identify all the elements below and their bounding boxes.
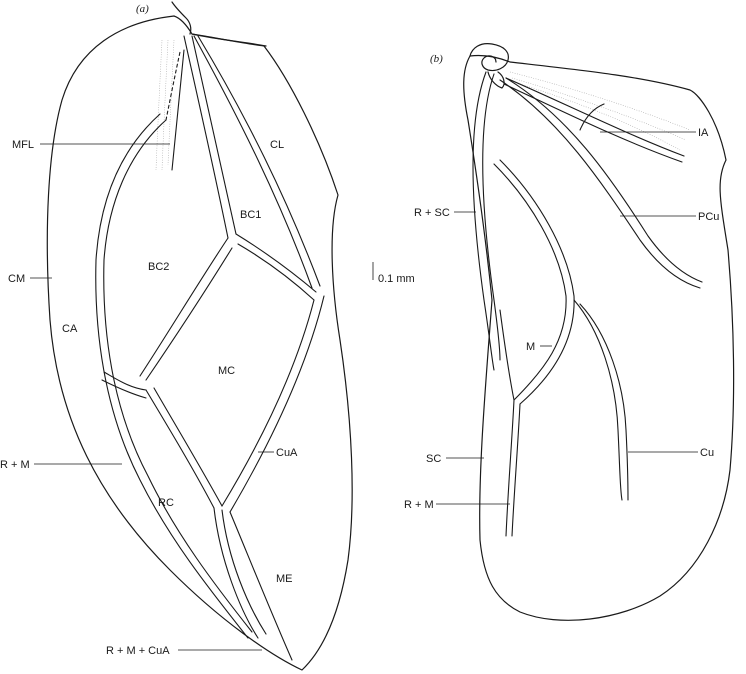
vein-a-rm-inner <box>103 119 253 633</box>
vein-a-mc-2 <box>153 387 223 507</box>
panel-b: (b) <box>404 43 735 621</box>
leaders-a <box>30 143 274 651</box>
stipple-a-3 <box>167 39 175 166</box>
label-sc: SC <box>426 453 441 465</box>
stipple-b-3 <box>519 83 681 151</box>
vein-a-cua-1 <box>221 299 315 507</box>
label-rsc: R + SC <box>414 207 450 219</box>
vein-b-m-1 <box>493 163 567 401</box>
label-me: ME <box>276 573 293 585</box>
vein-a-bc1-1 <box>235 233 317 293</box>
wing-a-outline <box>46 15 353 671</box>
wing-b-base-lobe <box>487 71 505 89</box>
scale-bar-label: 0.1 mm <box>378 273 415 285</box>
vein-b-cu-1 <box>573 299 623 501</box>
vein-b-rsc-2 <box>482 73 501 361</box>
stipple-a-1 <box>155 39 163 171</box>
label-pcu: PCu <box>698 211 719 223</box>
vein-a-stem-2 <box>191 35 237 235</box>
stipple-a-2 <box>161 39 169 171</box>
vein-b-cu-2 <box>579 303 629 501</box>
vein-a-bc2-2 <box>145 247 233 381</box>
panel-a: (a) <box>0 1 353 671</box>
panel-a-label: (a) <box>136 3 149 15</box>
scale-bar: 0.1 mm <box>372 262 415 285</box>
panel-b-label: (b) <box>430 53 443 65</box>
label-rmcua: R + M + CuA <box>106 645 170 657</box>
vein-a-bc2-1 <box>139 237 229 377</box>
vein-a-cua-2 <box>229 295 325 513</box>
label-ca: CA <box>62 323 78 335</box>
veins-a <box>95 35 325 661</box>
label-ia: IA <box>698 127 709 139</box>
vein-a-cl-2 <box>197 35 321 287</box>
label-mc: MC <box>218 365 235 377</box>
label-rm-a: R + M <box>0 459 30 471</box>
label-cu: Cu <box>700 447 714 459</box>
vein-b-m-loop <box>499 309 515 401</box>
vein-a-stem-1 <box>183 35 229 239</box>
label-cl: CL <box>270 139 284 151</box>
vein-a-rc-top-2 <box>101 379 147 399</box>
vein-a-rc-top-1 <box>103 371 147 391</box>
vein-a-lower-2 <box>221 509 267 635</box>
label-bc2: BC2 <box>148 261 169 273</box>
vein-b-rm-2 <box>511 403 521 537</box>
wing-a-base <box>171 1 192 35</box>
stipple-b-1 <box>509 71 691 131</box>
vein-b-ia-1 <box>503 83 683 163</box>
wing-b-outline <box>463 54 735 621</box>
vein-b-ia-2 <box>505 77 685 157</box>
label-m: M <box>526 341 535 353</box>
vein-a-cl-1 <box>193 35 313 289</box>
vein-a-mc-1 <box>145 389 215 509</box>
vein-a-mfl-2 <box>171 49 185 171</box>
label-rm-b: R + M <box>404 499 434 511</box>
vein-b-m-2 <box>499 159 575 405</box>
veins-b <box>472 71 703 537</box>
vein-b-pcu-1 <box>499 79 701 289</box>
vein-a-rm-outer <box>95 113 249 639</box>
label-cua: CuA <box>276 447 298 459</box>
vein-b-pcu-branch <box>579 103 605 131</box>
label-mfl: MFL <box>12 139 34 151</box>
vein-b-rm-1 <box>505 399 515 537</box>
vein-b-pcu-2 <box>505 77 703 283</box>
leaders-b <box>436 131 698 505</box>
vein-a-lower-1 <box>213 507 259 639</box>
vein-b-rsc-1 <box>472 71 495 371</box>
vein-a-mfl <box>165 51 181 121</box>
wing-a-base-edge <box>191 33 267 47</box>
label-cm: CM <box>8 273 25 285</box>
vein-a-bc1-2 <box>237 243 315 301</box>
vein-a-me-1 <box>229 511 293 661</box>
wing-b-base-curl <box>469 43 509 72</box>
stipple-b-2 <box>511 77 687 141</box>
label-bc1: BC1 <box>240 209 261 221</box>
label-rc: RC <box>158 497 174 509</box>
